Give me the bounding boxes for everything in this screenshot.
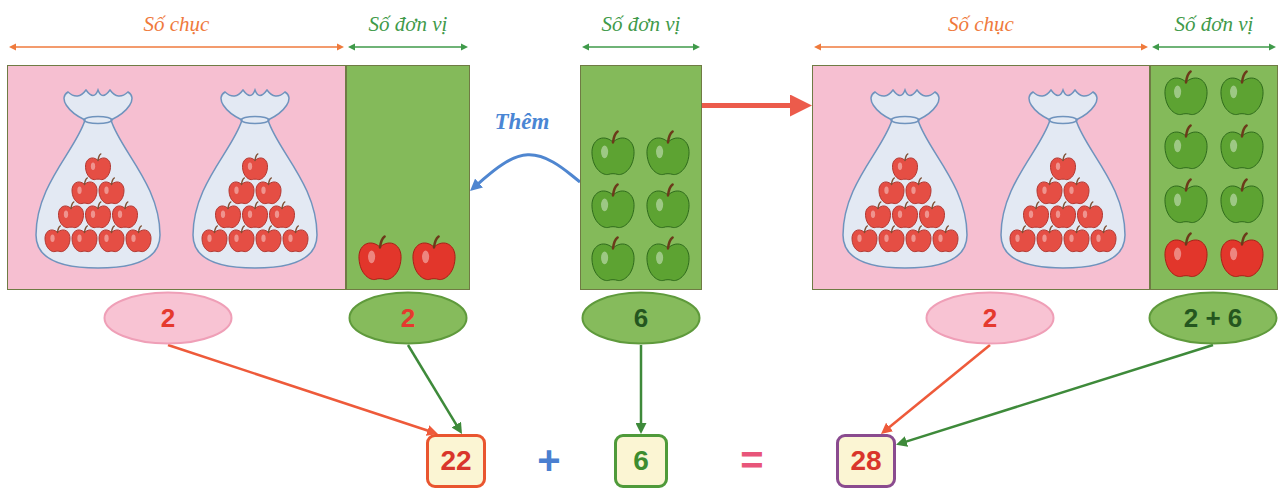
equals-sign: = bbox=[740, 438, 763, 483]
apple bbox=[592, 237, 634, 280]
heading-bracket bbox=[348, 44, 468, 51]
ones-panel: Số đơn vị bbox=[1150, 65, 1278, 290]
apple bbox=[1221, 179, 1263, 222]
tens-arrow bbox=[885, 345, 990, 431]
column-heading: Số chục bbox=[948, 12, 1014, 36]
number-box: 28 bbox=[836, 434, 896, 488]
apple bbox=[1165, 179, 1207, 222]
panel-fill bbox=[346, 65, 470, 290]
apple bbox=[592, 184, 634, 227]
edge-label-holder: Thêm bbox=[492, 109, 553, 135]
heading-bracket bbox=[582, 44, 700, 51]
oval-outline bbox=[350, 293, 467, 344]
heading-bracket bbox=[1152, 44, 1276, 51]
result-arrow bbox=[702, 103, 801, 108]
plus-sign: + bbox=[537, 438, 560, 483]
column-heading: Số chục bbox=[144, 12, 210, 36]
panel-fill bbox=[1150, 65, 1278, 290]
heading-bracket bbox=[9, 44, 344, 51]
apple bbox=[647, 237, 689, 280]
column-heading: Số đơn vị bbox=[369, 12, 448, 36]
apple bbox=[1165, 71, 1207, 114]
tens-oval: 2 bbox=[925, 291, 1055, 345]
apple-bag bbox=[36, 90, 160, 268]
heading-holder: Số đơn vị bbox=[1151, 12, 1277, 37]
heading-holder: Số đơn vị bbox=[581, 12, 701, 37]
apple bbox=[1221, 233, 1263, 276]
ones-oval: 6 bbox=[581, 291, 701, 345]
number-box: 22 bbox=[426, 434, 486, 488]
ones-arrow bbox=[640, 345, 643, 429]
ones-panel: Số đơn vị bbox=[346, 65, 470, 290]
number-value: 22 bbox=[440, 445, 471, 477]
apple bbox=[647, 131, 689, 174]
digit-value: 2 bbox=[161, 303, 175, 334]
oval-outline bbox=[105, 293, 232, 344]
ones-oval: 2 + 6 bbox=[1148, 291, 1278, 345]
add-arrow bbox=[475, 155, 580, 187]
digit-value: 2 bbox=[401, 303, 415, 334]
apple bbox=[359, 236, 401, 279]
number-value: 28 bbox=[850, 445, 881, 477]
tens-arrow bbox=[168, 345, 433, 432]
oval-outline bbox=[583, 293, 700, 344]
heading-holder: Số đơn vị bbox=[347, 12, 469, 37]
ones-arrow bbox=[901, 345, 1213, 443]
plus-sign: + bbox=[537, 438, 560, 483]
oval-outline bbox=[927, 293, 1054, 344]
heading-holder: Số chục bbox=[8, 12, 345, 37]
apple-bag bbox=[1001, 90, 1125, 268]
tens-panel: Số chục bbox=[7, 65, 346, 290]
apple bbox=[1165, 233, 1207, 276]
digit-value: 6 bbox=[634, 303, 648, 334]
apple bbox=[413, 236, 455, 279]
column-heading: Số đơn vị bbox=[602, 12, 681, 36]
apple bbox=[1221, 71, 1263, 114]
digit-value: 2 + 6 bbox=[1184, 303, 1243, 334]
tens-panel: Số chục bbox=[812, 65, 1150, 290]
apple-bag bbox=[843, 90, 967, 268]
equals-sign: = bbox=[740, 438, 763, 483]
oval-outline bbox=[1150, 293, 1277, 344]
apple bbox=[592, 131, 634, 174]
apple-bag bbox=[193, 90, 317, 268]
panel-fill bbox=[580, 65, 702, 290]
apple bbox=[1221, 125, 1263, 168]
apple bbox=[647, 184, 689, 227]
ones-arrow bbox=[408, 345, 459, 429]
ones-oval: 2 bbox=[348, 291, 468, 345]
apple bbox=[1165, 125, 1207, 168]
number-value: 6 bbox=[633, 445, 649, 477]
column-heading: Số đơn vị bbox=[1175, 12, 1254, 36]
panel-fill bbox=[812, 65, 1150, 290]
panel-fill bbox=[7, 65, 346, 290]
number-box: 6 bbox=[614, 434, 668, 488]
digit-value: 2 bbox=[983, 303, 997, 334]
heading-bracket bbox=[814, 44, 1148, 51]
edge-label: Thêm bbox=[492, 109, 553, 135]
ones-panel: Số đơn vị bbox=[580, 65, 702, 290]
tens-oval: 2 bbox=[103, 291, 233, 345]
loose-apples bbox=[359, 71, 1263, 280]
heading-holder: Số chục bbox=[813, 12, 1149, 37]
